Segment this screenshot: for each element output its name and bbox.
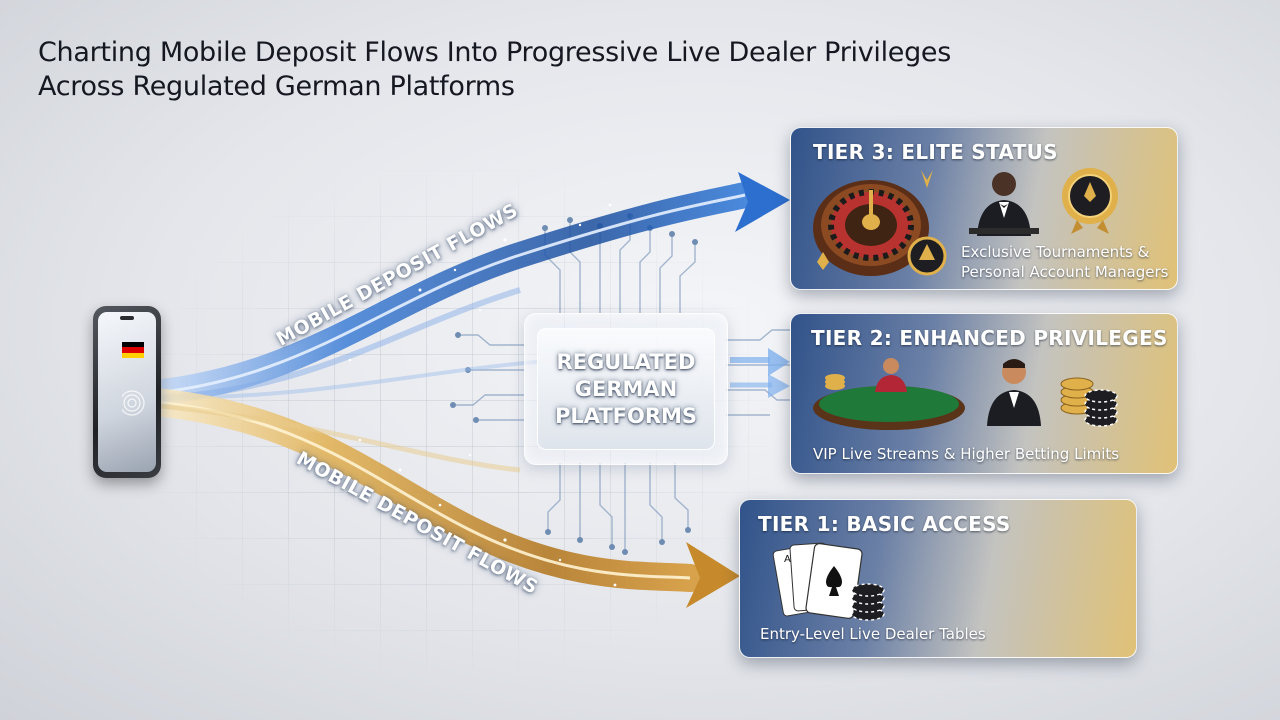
circuit-traces (455, 218, 790, 550)
blackjack-table-icon (813, 358, 965, 430)
german-flag-icon (122, 342, 144, 358)
regulated-platforms-hub: REGULATED GERMAN PLATFORMS (524, 313, 728, 465)
tier-3-card: TIER 3: ELITE STATUS Exclusive Tournamen… (790, 127, 1178, 290)
hub-label-line-3: PLATFORMS (554, 403, 698, 428)
tier-2-title: TIER 2: ENHANCED PRIVILEGES (811, 326, 1168, 350)
tier-3-desc-line-1: Exclusive Tournaments & (961, 243, 1150, 261)
flag-stripe-gold (122, 352, 144, 358)
title-line-2: Across Regulated German Platforms (38, 71, 515, 102)
tier-1-description: Entry-Level Live Dealer Tables (760, 625, 986, 643)
phone-screen (98, 312, 156, 472)
fingerprint-icon (122, 390, 145, 416)
dealer-icon (969, 172, 1039, 236)
sparkle-particles (348, 203, 617, 587)
hub-chip: REGULATED GERMAN PLATFORMS (537, 328, 715, 450)
tier-2-description: VIP Live Streams & Higher Betting Limits (813, 445, 1120, 463)
flag-stripe-black (122, 342, 144, 348)
hub-label-line-1: REGULATED (556, 349, 696, 374)
tier-3-description: Exclusive Tournaments & Personal Account… (961, 242, 1168, 282)
dealer-icon (987, 359, 1041, 426)
page-title: Charting Mobile Deposit Flows Into Progr… (38, 36, 1138, 104)
tier-2-card: TIER 2: ENHANCED PRIVILEGES VIP Live Str… (790, 313, 1178, 474)
chip-stack-icon (851, 583, 885, 621)
phone-notch (120, 316, 134, 320)
svg-text:A: A (784, 554, 791, 565)
mobile-phone (93, 306, 161, 478)
tier-3-title: TIER 3: ELITE STATUS (813, 140, 1058, 164)
hub-label-line-2: GERMAN (574, 376, 678, 401)
title-line-1: Charting Mobile Deposit Flows Into Progr… (38, 37, 952, 68)
tier-3-desc-line-2: Personal Account Managers (961, 263, 1169, 281)
flag-stripe-red (122, 347, 144, 353)
chip-stack-icon (1060, 377, 1118, 427)
tier-1-title: TIER 1: BASIC ACCESS (758, 512, 1011, 536)
hub-label: REGULATED GERMAN PLATFORMS (555, 349, 697, 430)
vip-badge-icon (1062, 168, 1118, 234)
roulette-wheel-icon (813, 170, 947, 276)
playing-cards-icon: A (772, 542, 863, 619)
tier-1-card: TIER 1: BASIC ACCESS A Entry-Level Live … (739, 499, 1137, 658)
